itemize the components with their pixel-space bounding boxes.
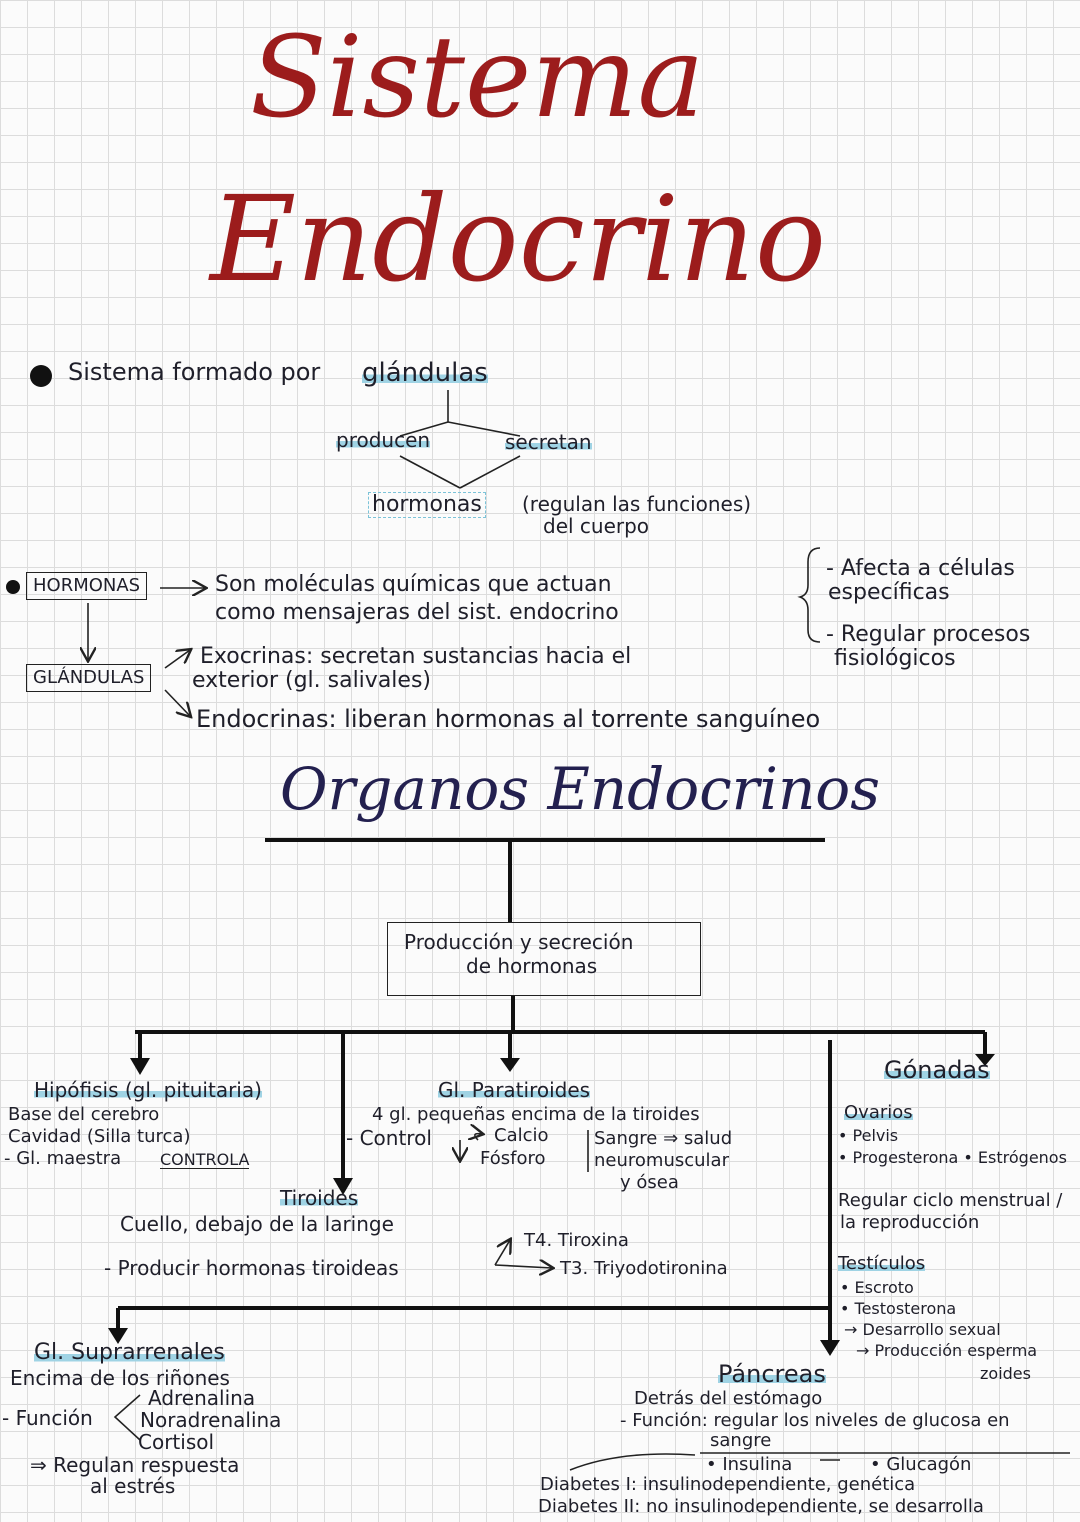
hipofisis-line-3: - Gl. maestra: [4, 1148, 122, 1169]
tiroides-t4: T4. Tiroxina: [524, 1230, 629, 1251]
bullet-dot: [30, 365, 52, 387]
pancreas-diabetes-1: Diabetes I: insulinodependiente, genétic…: [540, 1474, 916, 1495]
paratiroides-calcio: Calcio: [494, 1125, 549, 1146]
suprarrenales-line-1: Encima de los riñones: [10, 1366, 230, 1390]
paratiroides-fosforo: Fósforo: [480, 1148, 546, 1169]
pancreas-glucagon: • Glucagón: [870, 1454, 972, 1475]
bullet-dot: [6, 580, 20, 594]
gonadas-title: Gónadas: [884, 1056, 990, 1084]
suprarrenales-h1: Adrenalina: [148, 1386, 256, 1410]
suprarrenales-line-2a: ⇒ Regulan respuesta: [30, 1453, 240, 1477]
tiroides-line-1: Cuello, debajo de la laringe: [120, 1212, 394, 1236]
paratiroides-title: Gl. Paratiroides: [438, 1078, 591, 1102]
hipofisis-title: Hipófisis (gl. pituitaria): [34, 1078, 262, 1102]
gonadas-testiculos-2: • Testosterona: [840, 1299, 957, 1318]
suprarrenales-funcion: - Función: [2, 1406, 93, 1430]
hormonas-effect-2a: - Regular procesos: [826, 622, 1031, 647]
hipofisis-line-1: Base del cerebro: [8, 1104, 160, 1125]
suprarrenales-h3: Cortisol: [138, 1430, 215, 1454]
gonadas-testiculos-3: → Desarrollo sexual: [844, 1320, 1001, 1339]
gonadas-testiculos: Testículos: [838, 1253, 926, 1274]
paratiroides-control: - Control: [346, 1126, 432, 1150]
tiroides-t3: T3. Triyodotironina: [560, 1258, 728, 1279]
glandulas-exocrinas-2: exterior (gl. salivales): [192, 668, 431, 693]
hormonas-effect-2b: fisiológicos: [834, 646, 956, 671]
gonadas-ovarios-2: • Progesterona • Estrógenos: [838, 1148, 1067, 1167]
paratiroides-neuromuscular: neuromuscular: [594, 1150, 729, 1171]
pancreas-insulina: • Insulina: [706, 1454, 793, 1475]
glandulas-endocrinas: Endocrinas: liberan hormonas al torrente…: [196, 705, 821, 733]
paratiroides-sangre: Sangre ⇒ salud: [594, 1128, 733, 1149]
glandulas-box: GLÁNDULAS: [26, 664, 152, 692]
pancreas-line-2b: sangre: [710, 1430, 772, 1451]
center-box-line-2: de hormonas: [466, 954, 598, 978]
intro-result: hormonas: [368, 492, 486, 518]
title-line-1: Sistema: [250, 13, 705, 143]
glandulas-exocrinas-1: Exocrinas: secretan sustancias hacia el: [200, 644, 632, 669]
pancreas-title: Páncreas: [718, 1360, 826, 1388]
gonadas-testiculos-4a: → Producción esperma: [856, 1341, 1038, 1360]
hormonas-box: HORMONAS: [26, 572, 148, 600]
paratiroides-osea: y ósea: [620, 1172, 679, 1193]
intro-result-note-1: (regulan las funciones): [522, 492, 752, 516]
pancreas-line-2a: - Función: regular los niveles de glucos…: [620, 1410, 1010, 1431]
hormonas-effect-1a: - Afecta a células: [826, 556, 1015, 581]
gonadas-testiculos-1: • Escroto: [840, 1278, 914, 1297]
intro-branch-left: producen: [336, 428, 431, 452]
intro-text: Sistema formado por: [68, 358, 321, 386]
paratiroides-line-1: 4 gl. pequeñas encima de la tiroides: [372, 1104, 700, 1125]
suprarrenales-title: Gl. Suprarrenales: [34, 1340, 225, 1365]
suprarrenales-h2: Noradrenalina: [140, 1408, 282, 1432]
gonadas-testiculos-4b: zoides: [980, 1364, 1031, 1383]
hipofisis-tag: CONTROLA: [160, 1150, 250, 1169]
pancreas-diabetes-2: Diabetes II: no insulinodependiente, se …: [538, 1496, 984, 1517]
title-line-2: Endocrino: [210, 170, 826, 308]
hormonas-def-2: como mensajeras del sist. endocrino: [215, 600, 619, 625]
hormonas-effect-1b: específicas: [828, 580, 950, 605]
gonadas-ovarios-3b: la reproducción: [840, 1212, 980, 1233]
intro-branch-right: secretan: [505, 430, 592, 454]
hipofisis-line-2: Cavidad (Silla turca): [8, 1126, 191, 1147]
hormonas-def-1: Son moléculas químicas que actuan: [215, 572, 612, 597]
center-box-line-1: Producción y secreción: [404, 930, 634, 954]
intro-result-note-2: del cuerpo: [543, 514, 650, 538]
intro-keyword: glándulas: [362, 358, 488, 388]
pancreas-line-1: Detrás del estómago: [634, 1388, 823, 1409]
gonadas-ovarios-1: • Pelvis: [838, 1126, 899, 1145]
center-box: [387, 922, 701, 996]
organos-heading: Organos Endocrinos: [280, 755, 880, 823]
gonadas-ovarios-3a: Regular ciclo menstrual /: [838, 1190, 1063, 1211]
tiroides-line-2: - Producir hormonas tiroideas: [104, 1256, 399, 1280]
tiroides-title: Tiroides: [280, 1186, 359, 1210]
suprarrenales-line-2b: al estrés: [90, 1474, 176, 1498]
gonadas-ovarios: Ovarios: [844, 1102, 913, 1123]
